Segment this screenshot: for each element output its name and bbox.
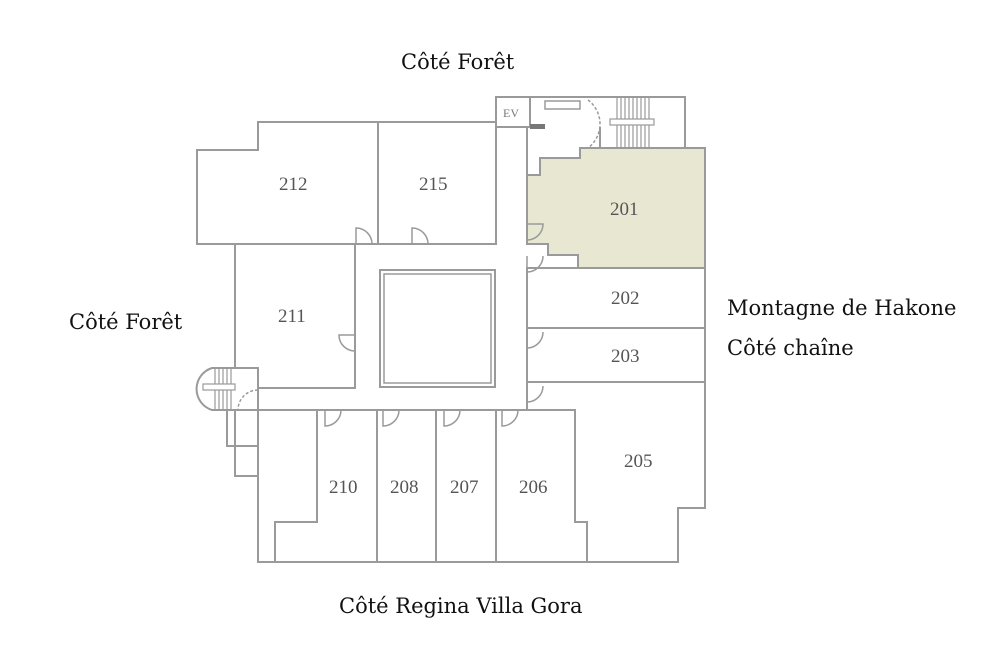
door-swings [237, 99, 601, 427]
courtyard-inner [383, 273, 492, 384]
room-201-number: 201 [610, 199, 639, 220]
room-212-number: 212 [279, 174, 308, 195]
room-205-number: 205 [624, 451, 653, 472]
room-208-number: 208 [390, 477, 419, 498]
service-corridor-wall [526, 127, 601, 148]
left-stair-treads [202, 368, 236, 410]
room-206-number: 206 [519, 477, 548, 498]
room-215[interactable] [377, 121, 497, 245]
elevator-door-bar [544, 100, 581, 110]
label-right-range-side: Côté chaîne [727, 336, 854, 360]
room-202-number: 202 [611, 288, 640, 309]
building-outline [257, 388, 678, 563]
top-stair-treads [609, 98, 655, 147]
elevator-sill [530, 124, 545, 129]
room-210-number: 210 [329, 477, 358, 498]
label-bottom-regina: Côté Regina Villa Gora [339, 594, 583, 618]
lower-left-block [234, 409, 259, 477]
label-left-forest-side: Côté Forêt [69, 310, 183, 334]
label-right-hakone: Montagne de Hakone [727, 296, 957, 320]
room-203-number: 203 [611, 346, 640, 367]
lower-left-step [226, 409, 236, 447]
room-215-number: 215 [419, 174, 448, 195]
label-top-forest-side: Côté Forêt [401, 50, 515, 74]
elevator-shaft-line [529, 97, 545, 128]
room-211-number: 211 [278, 306, 306, 327]
left-stairs [195, 367, 235, 411]
elevator-label: EV [503, 106, 519, 120]
room-207-number: 207 [450, 477, 479, 498]
room-210[interactable] [274, 409, 378, 563]
courtyard-outer [379, 269, 496, 388]
